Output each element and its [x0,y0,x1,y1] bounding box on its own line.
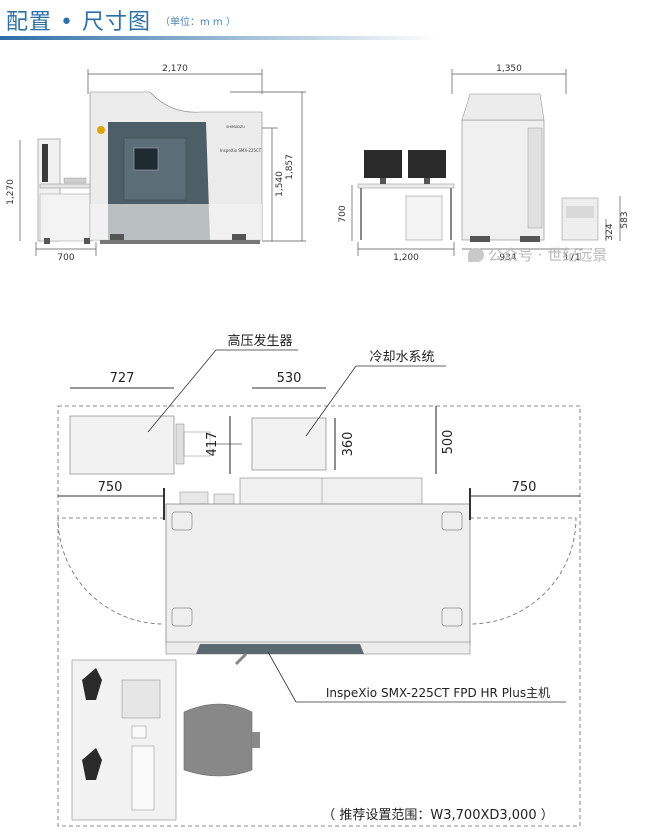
dim-hv-depth: 417 [205,432,220,457]
brand-label: InspeXio SMX-225CT [220,148,262,153]
label-cooling-system: 冷却水系统 [369,350,434,365]
operator-table-front [37,138,95,244]
unit-note: （单位：m m ） [160,17,236,28]
right-door-swing [469,517,577,625]
dim-width-table: 700 [57,253,74,263]
main-unit-top [165,477,471,666]
hv-generator [69,415,242,475]
chiller-side [561,197,599,241]
dim-gap: 500 [441,430,456,455]
page-title: 配置 • 尺寸图 [6,10,151,35]
dim-chiller-h2: 583 [620,211,630,228]
dim-table-width: 1,200 [393,253,419,263]
dim-cool-width: 530 [277,371,302,386]
header: 配置 • 尺寸图 （单位：m m ） [0,0,660,44]
mouse [131,725,147,739]
dim-chiller-h1: 324 [605,223,615,240]
main-unit-side [461,93,545,242]
dim-right-clear: 750 [512,480,537,495]
watermark: 公众号 · 世纪远景 [468,244,607,265]
label-hv-generator: 高压发生器 [227,333,292,349]
chat-bubble-icon [468,248,484,262]
dim-depth-main: 1,350 [496,64,522,74]
watermark-text: 公众号 · 世纪远景 [488,246,608,264]
main-unit-front: InspeXio SMX-225CT SHIMADZU [89,91,263,244]
left-door-swing [57,517,165,625]
header-rule [0,36,440,40]
dim-chiller-width: 171 [563,253,580,263]
plan-view: 高压发生器 冷却水系统 InspeXio SMX-225CT FPD HR Pl… [57,333,581,827]
dim-width-main: 2,170 [162,64,188,74]
operator-chair [183,703,253,777]
operator-area [71,659,260,821]
maker-label: SHIMADZU [226,125,245,129]
monitor-top [82,668,102,700]
label-main-unit: InspeXio SMX-225CT FPD HR Plus主机 [326,686,550,700]
install-range-boundary [57,405,581,827]
dim-left-clear: 750 [98,480,123,495]
dim-height-total: 1,857 [285,154,295,180]
leader-main-diag [267,651,297,703]
control-panel [121,679,161,719]
dim-table-height: 700 [338,205,348,222]
dim-cool-depth: 360 [341,432,356,457]
operator-desk-side [357,150,455,241]
keyboard [131,745,155,811]
leader-cool-diag [305,365,357,437]
elevation-drawings: InspeXio SMX-225CT SHIMADZU 2,170 1,857 … [6,64,630,263]
label-install-range: （ 推荐设置范围：W3,700XD3,000 ） [322,808,553,823]
monitor-bottom [82,748,102,780]
dim-height-body: 1,540 [275,171,285,197]
dim-hv-width: 727 [110,371,135,386]
dim-main-depth: 934 [499,253,516,263]
leader-hv-diag [147,349,217,433]
cooling-water-system [251,417,327,471]
dim-height-table: 1,270 [6,179,16,205]
